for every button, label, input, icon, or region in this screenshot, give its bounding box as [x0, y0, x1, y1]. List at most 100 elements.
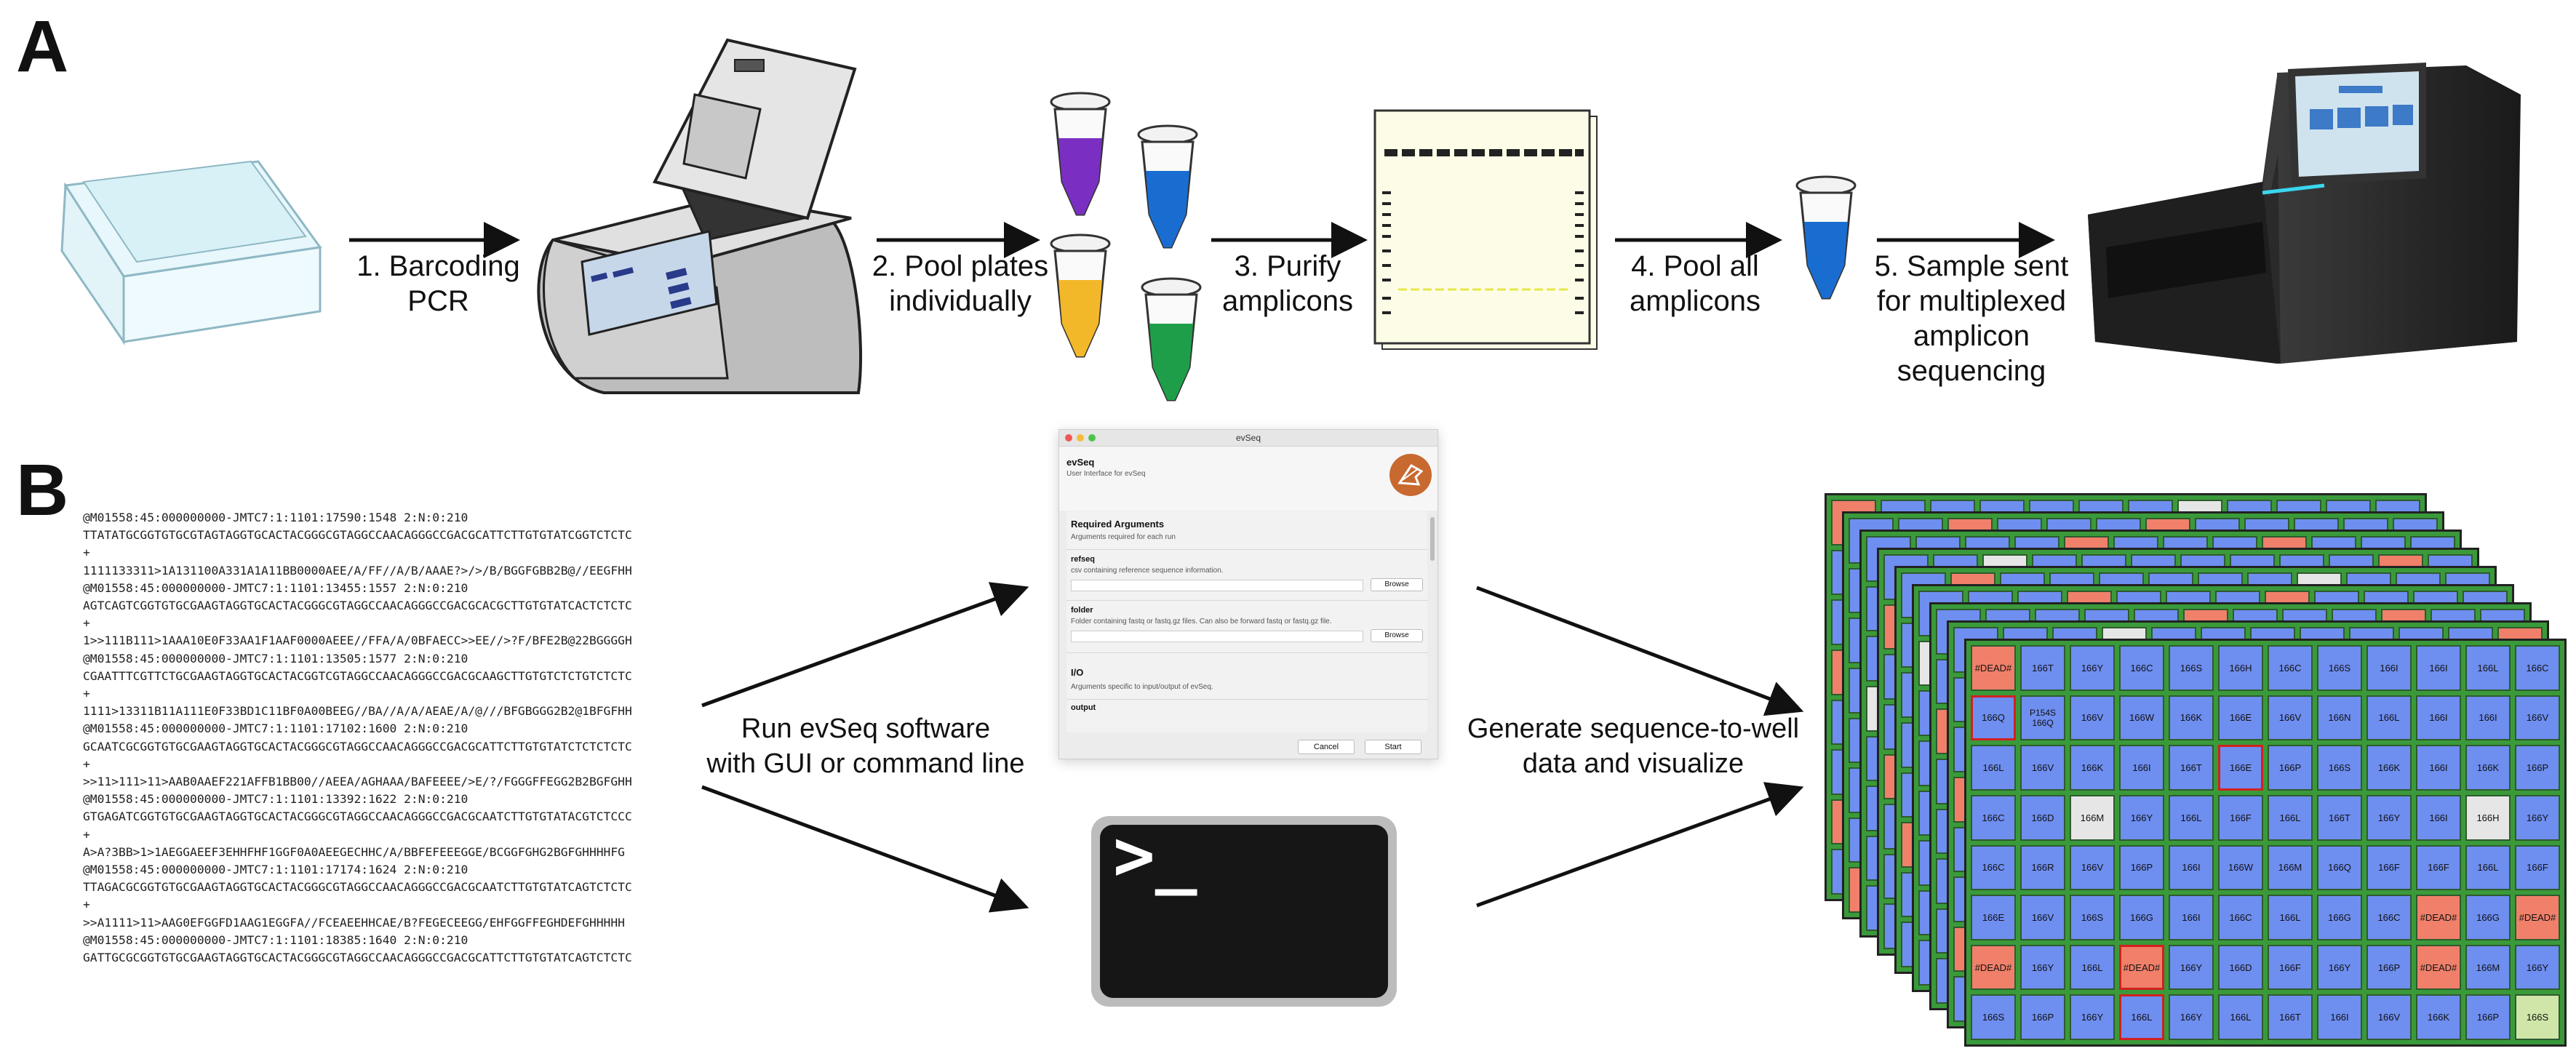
fastq-line: +: [83, 546, 90, 560]
plate-well: 166I: [2416, 794, 2461, 841]
folder-input[interactable]: [1071, 631, 1363, 642]
fastq-line: @M01558:45:000000000-JMTC7:1:1101:13505:…: [83, 651, 468, 666]
plate-well: 166N: [2317, 695, 2362, 741]
terminal-icon: >_: [1091, 816, 1397, 1007]
plate-well: 166G: [2317, 895, 2362, 940]
plate-well: 166Q: [2317, 844, 2362, 891]
plate-well: 166K: [2070, 745, 2115, 791]
plate-well: 166K: [2465, 745, 2511, 791]
plate-well: 166F: [2268, 944, 2313, 991]
plate-well: 166E: [1971, 895, 2016, 940]
plate-well: #DEAD#: [1971, 645, 2016, 691]
app-subtitle: User Interface for evSeq: [1066, 470, 1146, 478]
plate-well: 166C: [2119, 645, 2164, 691]
fastq-line: +: [83, 616, 90, 631]
plate-well: 166S: [2515, 994, 2560, 1040]
arrow-gui-to-plates: [1476, 586, 1804, 716]
fastq-line: GATTGCGCGGTGTGCGAAGTAGGTGCACTACGGGCGTAGG…: [83, 951, 632, 965]
plate-well: 166F: [2366, 844, 2412, 891]
scrollbar[interactable]: [1430, 517, 1435, 561]
plate-well: 166H: [2465, 794, 2511, 841]
plate-well: 166G: [2465, 895, 2511, 940]
plate-well: 166V: [2515, 695, 2560, 741]
plate-well: 166F: [2515, 844, 2560, 891]
fastq-line: @M01558:45:000000000-JMTC7:1:1101:13455:…: [83, 580, 468, 595]
folder-browse-button[interactable]: Browse: [1371, 629, 1423, 642]
plate-well: 166E: [2218, 745, 2263, 791]
plate-well: 166L: [2070, 944, 2115, 991]
plate-well: 166S: [2070, 895, 2115, 940]
plate-well: 166M: [2465, 944, 2511, 991]
plate-well: 166P: [2020, 994, 2065, 1040]
required-args-title: Required Arguments: [1071, 519, 1165, 530]
window-title: evSeq: [1235, 433, 1261, 443]
io-args-desc: Arguments specific to input/output of ev…: [1071, 683, 1213, 691]
plate-well: 166D: [2020, 794, 2065, 841]
fastq-line: 1111>13311B11A111E0F33BD1C11BF0A00BEEG//…: [83, 704, 632, 719]
panel-b-label: B: [16, 449, 69, 531]
plate-well: 166C: [2218, 895, 2263, 940]
plate-well: 166P: [2119, 844, 2164, 891]
pooled-tube-icon: [1795, 175, 1857, 300]
refseq-label: refseq: [1071, 555, 1096, 564]
start-button[interactable]: Start: [1365, 740, 1421, 754]
app-header: evSeq User Interface for evSeq: [1059, 447, 1437, 511]
plate-well: 166I: [2465, 695, 2511, 741]
plate-well: 166V: [2268, 695, 2313, 741]
plate-well: 166I: [2169, 895, 2214, 940]
plate-well: 166L: [2268, 895, 2313, 940]
plate-well: 166Y: [2317, 944, 2362, 991]
fastq-line: 1111133311>1A131100A331A1A11BB0000AEE/A/…: [83, 563, 632, 578]
plate-well: 166L: [2169, 794, 2214, 841]
refseq-desc: csv containing reference sequence inform…: [1071, 567, 1224, 575]
plate-well: 166L: [2366, 695, 2412, 741]
fastq-line: A>A?3BB>1>1AEGGAEEF3EHHFHF1GGF0A0AEEGECH…: [83, 844, 625, 859]
fastq-line: AGTCAGTCGGTGTGCGAAGTAGGTGCACTACGGGCGTAGG…: [83, 599, 632, 613]
plate-well: 166S: [1971, 994, 2016, 1040]
plate-well: 166Y: [2020, 944, 2065, 991]
plate-well: 166Y: [2169, 944, 2214, 991]
plate-well: 166Y: [2070, 645, 2115, 691]
fastq-line: GTGAGATCGGTGTGCGAAGTAGGTGCACTACGGGCGTAGG…: [83, 810, 632, 824]
fastq-line: @M01558:45:000000000-JMTC7:1:1101:13392:…: [83, 792, 468, 807]
plate-well: 166Y: [2070, 994, 2115, 1040]
zoom-dot[interactable]: [1088, 434, 1096, 441]
plate-well: 166L: [2218, 994, 2263, 1040]
plate-well: 166C: [2366, 895, 2412, 940]
arrow-to-cli: [701, 785, 1029, 913]
refseq-input[interactable]: [1071, 580, 1363, 591]
plate-well: 166V: [2020, 745, 2065, 791]
refseq-browse-button[interactable]: Browse: [1371, 578, 1423, 591]
plate-well: 166P: [2465, 994, 2511, 1040]
plate-well: #DEAD#: [2119, 944, 2164, 991]
cancel-button[interactable]: Cancel: [1298, 740, 1355, 754]
arguments-panel: Required Arguments Arguments required fo…: [1066, 511, 1427, 732]
plate-well: 166I: [2169, 844, 2214, 891]
plate-well: 166I: [2416, 695, 2461, 741]
folder-label: folder: [1071, 606, 1093, 615]
minimize-dot[interactable]: [1077, 434, 1084, 441]
folder-desc: Folder containing fastq or fastq.gz file…: [1071, 618, 1332, 626]
panel-a-illustrations: [60, 38, 2521, 401]
plate-well: 166L: [1971, 745, 2016, 791]
plate-well: 166S: [2317, 645, 2362, 691]
fastq-line: CGAATTTCGTTCTGCGAAGTAGGTGCACTACGGTCGTAGG…: [83, 668, 632, 683]
plate-well: 166C: [1971, 844, 2016, 891]
plate-well: 166L: [2268, 794, 2313, 841]
plate-well: 166V: [2070, 695, 2115, 741]
plate-well: 166M: [2070, 794, 2115, 841]
fastq-reads: @M01558:45:000000000-JMTC7:1:1101:17590:…: [83, 509, 632, 967]
plate-well: #DEAD#: [1971, 944, 2016, 991]
plate-well: 166K: [2416, 994, 2461, 1040]
plate-well: P154S 166Q: [2020, 695, 2065, 741]
fastq-line: GCAATCGCGGTGTGCGAAGTAGGTGCACTACGGGCGTAGG…: [83, 739, 632, 754]
plate-well: 166T: [2020, 645, 2065, 691]
fastq-line: TTAGACGCGGTGTGCGAAGTAGGTGCACTACGGGCGTAGG…: [83, 880, 632, 895]
close-dot[interactable]: [1065, 434, 1072, 441]
plate-well: 166K: [2366, 745, 2412, 791]
plate-well: 166F: [2416, 844, 2461, 891]
